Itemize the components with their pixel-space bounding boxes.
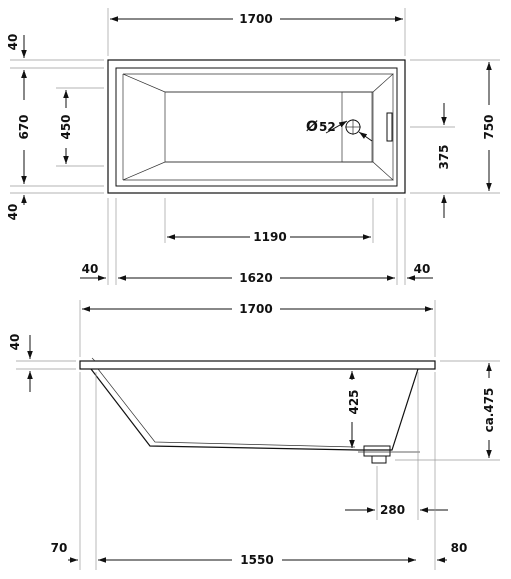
side-tub-body — [90, 368, 419, 451]
plan-inner-rim — [115, 67, 398, 187]
plan-view: 1700 40 670 450 40 750 375 — [6, 8, 500, 285]
plan-drain-offset: 375 — [437, 144, 451, 169]
plan-rim-top: 40 — [6, 34, 20, 51]
side-rim — [79, 360, 436, 370]
side-rim-height: 40 — [8, 334, 22, 351]
plan-overall-length: 1700 — [239, 12, 272, 26]
side-foot-right: 80 — [451, 541, 468, 555]
side-drain-to-end: 280 — [380, 503, 405, 517]
side-overall-length: 1700 — [239, 302, 272, 316]
plan-basin-width: 450 — [59, 114, 73, 139]
side-view: 1700 40 425 ca.475 280 70 1550 80 — [8, 300, 500, 570]
plan-overflow-icon — [386, 112, 393, 142]
side-basin-depth: 425 — [347, 389, 361, 414]
plan-rim-left: 40 — [82, 262, 99, 276]
plan-outer-rim — [107, 59, 406, 194]
side-total-height: ca.475 — [482, 388, 496, 433]
plan-drain-diameter: 52 — [319, 120, 336, 134]
plan-inner-length: 1620 — [239, 271, 272, 285]
plan-basin-slope — [122, 73, 394, 93]
plan-rim-bottom: 40 — [6, 204, 20, 221]
plan-overall-width: 750 — [482, 114, 496, 139]
side-base-length: 1550 — [240, 553, 273, 567]
plan-basin-floor — [164, 91, 374, 163]
plan-basin-slope-bottom — [122, 161, 394, 181]
side-drain-fitting — [363, 445, 391, 457]
plan-drain-diameter-symbol: Ø — [306, 119, 318, 135]
side-foot-left: 70 — [51, 541, 68, 555]
plan-basin-length: 1190 — [253, 230, 286, 244]
plan-inner-width: 670 — [17, 114, 31, 139]
plan-rim-right: 40 — [414, 262, 431, 276]
